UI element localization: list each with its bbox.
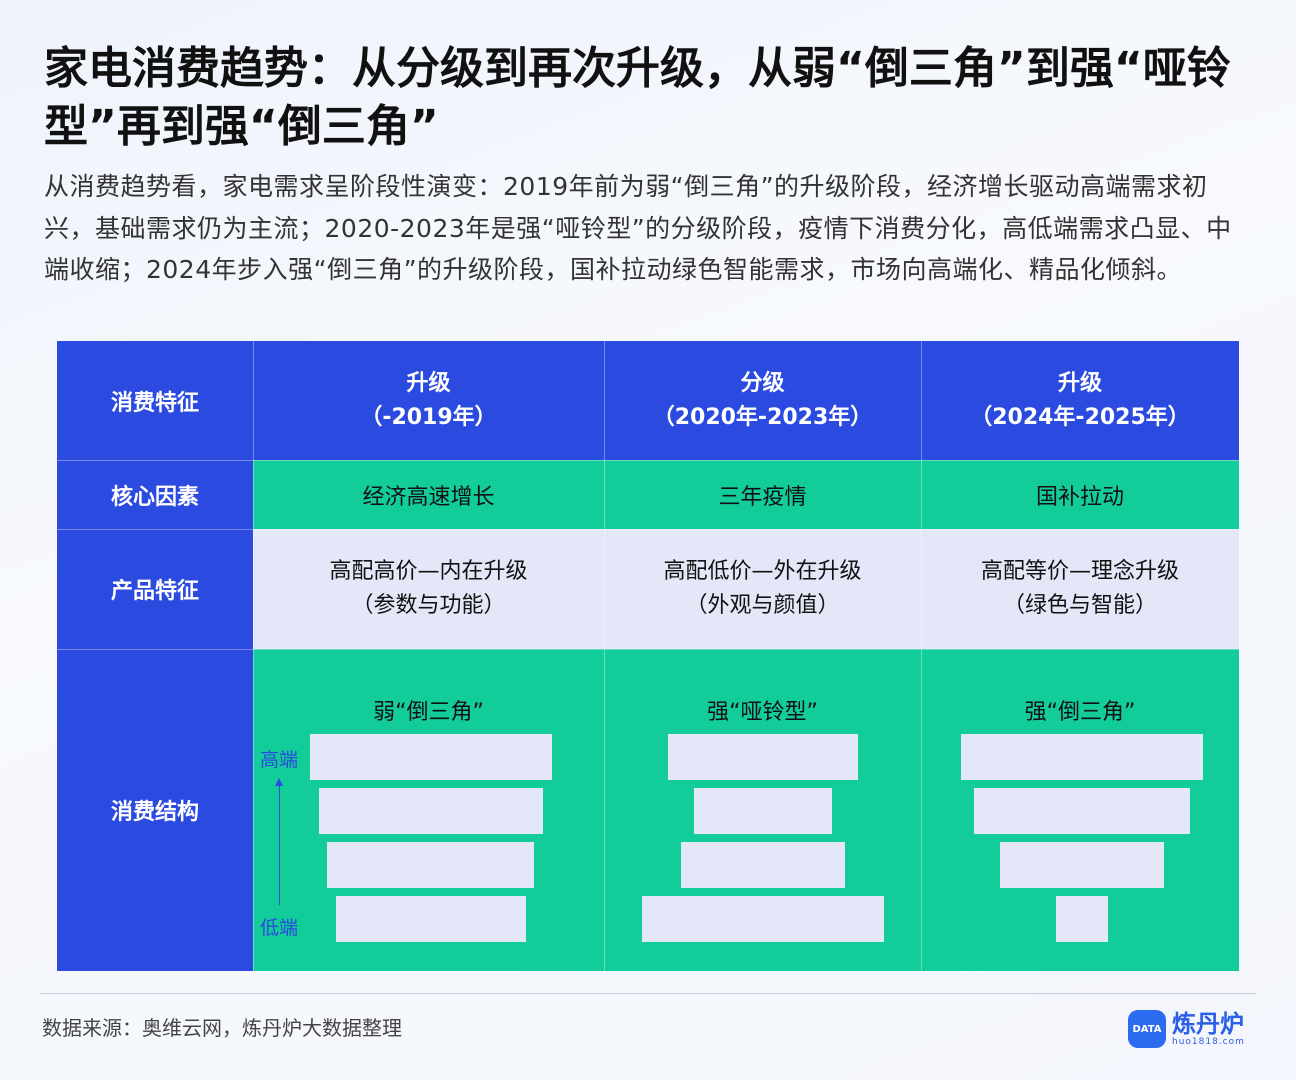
row-header-core: 核心因素 bbox=[57, 460, 253, 529]
structure-bar bbox=[974, 788, 1190, 834]
axis-low-label: 低端 bbox=[260, 917, 299, 939]
grid-line bbox=[57, 649, 1239, 650]
structure-bar bbox=[668, 734, 858, 780]
core-factor-2: 三年疫情 bbox=[604, 460, 921, 529]
logo-mark-icon: DATA bbox=[1128, 1010, 1166, 1048]
row-header-product: 产品特征 bbox=[57, 529, 253, 649]
stage-label: 升级 bbox=[1057, 370, 1102, 396]
consumption-trend-table: 消费特征 核心因素 产品特征 消费结构 升级 （-2019年） 分级 （2020… bbox=[57, 341, 1239, 971]
structure-title-2: 强“哑铃型” bbox=[707, 700, 818, 725]
stage-label: 升级 bbox=[406, 370, 451, 396]
brand-logo: DATA 炼丹炉 huo1818.com bbox=[1128, 1010, 1245, 1048]
structure-bar bbox=[681, 842, 845, 888]
structure-title-1: 弱“倒三角” bbox=[373, 700, 484, 725]
product-feature-line: 高配低价—外在升级 bbox=[663, 559, 862, 584]
product-feature-1: 高配高价—内在升级 （参数与功能） bbox=[253, 529, 604, 649]
structure-bar bbox=[310, 734, 552, 780]
stage-period: （2020年-2023年） bbox=[652, 404, 873, 430]
product-feature-line: 高配高价—内在升级 bbox=[329, 559, 528, 584]
stage-header-1: 升级 （-2019年） bbox=[253, 341, 604, 460]
arrow-up-icon bbox=[275, 778, 283, 786]
core-factor-1: 经济高速增长 bbox=[253, 460, 604, 529]
grid-line bbox=[921, 341, 922, 971]
product-feature-note: （绿色与智能） bbox=[1002, 593, 1157, 618]
source-note: 数据来源：奥维云网，炼丹炉大数据整理 bbox=[42, 1016, 402, 1040]
stage-label: 分级 bbox=[740, 370, 785, 396]
page-title: 家电消费趋势：从分级到再次升级，从弱“倒三角”到强“哑铃型”再到强“倒三角” bbox=[44, 43, 1231, 152]
structure-bar bbox=[336, 896, 526, 942]
axis-high-label: 高端 bbox=[260, 749, 299, 771]
axis-line bbox=[279, 785, 280, 905]
structure-bar bbox=[1000, 842, 1164, 888]
logo-name: 炼丹炉 bbox=[1172, 1010, 1244, 1038]
description: 从消费趋势看，家电需求呈阶段性演变：2019年前为弱“倒三角”的升级阶段，经济增… bbox=[44, 172, 1232, 284]
structure-bar bbox=[319, 788, 543, 834]
structure-bar bbox=[1056, 896, 1108, 942]
logo-url: huo1818.com bbox=[1172, 1037, 1245, 1047]
structure-bar bbox=[642, 896, 884, 942]
footer-divider bbox=[40, 993, 1256, 994]
grid-line bbox=[604, 341, 605, 971]
grid-line bbox=[57, 529, 1239, 530]
stage-header-3: 升级 （2024年-2025年） bbox=[921, 341, 1239, 460]
product-feature-note: （参数与功能） bbox=[351, 593, 506, 618]
grid-line bbox=[57, 460, 1239, 461]
stage-period: （-2019年） bbox=[360, 404, 497, 430]
row-header-feature: 消费特征 bbox=[57, 341, 253, 460]
core-factor-3: 国补拉动 bbox=[921, 460, 1239, 529]
structure-bar bbox=[327, 842, 534, 888]
product-feature-line: 高配等价—理念升级 bbox=[980, 559, 1179, 584]
grid-line bbox=[253, 341, 254, 971]
stage-header-2: 分级 （2020年-2023年） bbox=[604, 341, 921, 460]
structure-bar bbox=[961, 734, 1203, 780]
product-feature-note: （外观与颜值） bbox=[685, 593, 840, 618]
product-feature-3: 高配等价—理念升级 （绿色与智能） bbox=[921, 529, 1239, 649]
row-header-structure: 消费结构 bbox=[57, 649, 253, 971]
product-feature-2: 高配低价—外在升级 （外观与颜值） bbox=[604, 529, 921, 649]
structure-bar bbox=[694, 788, 832, 834]
structure-title-3: 强“倒三角” bbox=[1024, 700, 1136, 725]
stage-period: （2024年-2025年） bbox=[970, 404, 1190, 430]
